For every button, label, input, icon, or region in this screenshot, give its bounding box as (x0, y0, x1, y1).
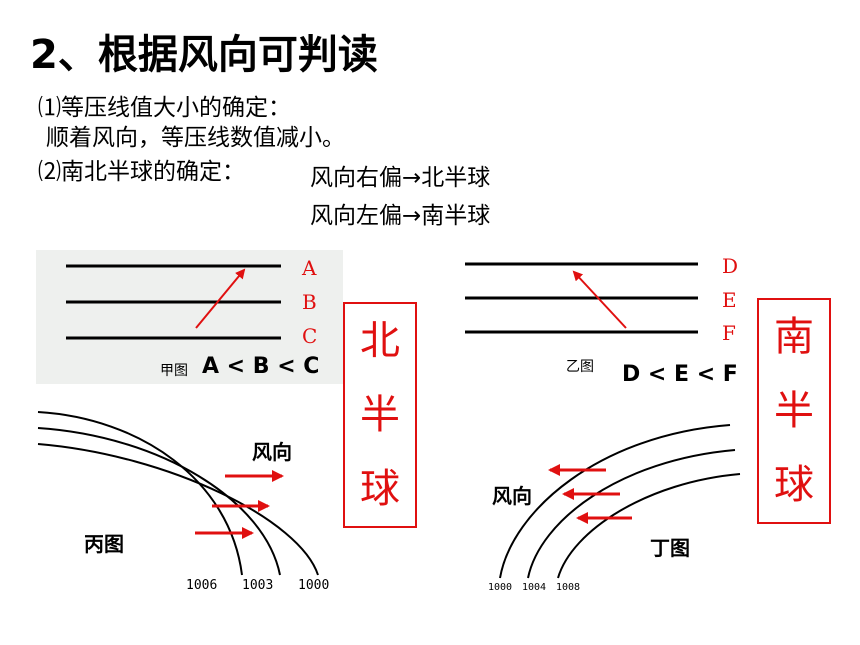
hemi-north-char2: 半 (360, 392, 400, 438)
diagram-ding-svg (499, 424, 741, 579)
north-hemisphere-box: 北 半 球 (343, 302, 417, 528)
isobar-1004 (527, 449, 736, 579)
isobar-1008 (557, 473, 741, 579)
page-title: 2、根据风向可判读 (30, 32, 378, 78)
wind-arrow (195, 268, 246, 329)
point1-text: 顺着风向，等压线数值减小。 (46, 125, 345, 151)
wind-label-ding: 风向 (492, 484, 532, 508)
caption-jia: 甲图 (160, 363, 188, 379)
point1-heading: ⑴等压线值大小的确定： (38, 95, 291, 121)
point2-heading: ⑵南北半球的确定： (38, 159, 245, 185)
hemi-south-char3: 球 (774, 462, 814, 508)
isobar-1000 (37, 443, 319, 576)
isobar-value-1004: 1004 (522, 582, 547, 593)
caption-ding: 丁图 (650, 536, 690, 560)
label-f: F (722, 321, 736, 345)
isobar-value-1008: 1008 (556, 582, 581, 593)
relation-jia: A < B < C (202, 354, 320, 379)
label-c: C (302, 324, 318, 348)
south-hemisphere-box: 南 半 球 (757, 298, 831, 524)
isobar-1003 (37, 427, 281, 576)
isobar-value-1003: 1003 (242, 578, 274, 593)
isobar-1006 (37, 411, 243, 576)
hemi-north-char1: 北 (360, 318, 400, 364)
hemi-south-char2: 半 (774, 388, 814, 434)
label-a: A (302, 256, 317, 280)
diagram-bing-svg (37, 411, 319, 576)
north-rule: 风向右偏→北半球 (310, 165, 491, 191)
diagram-jia-panel (36, 250, 343, 384)
isobar-value-1000: 1000 (488, 582, 513, 593)
isobar-value-1000: 1000 (298, 578, 330, 593)
wind-label-bing: 风向 (252, 440, 292, 464)
isobar-value-1006: 1006 (186, 578, 218, 593)
label-e: E (722, 288, 737, 312)
label-b: B (302, 290, 317, 314)
caption-yi: 乙图 (566, 359, 594, 375)
label-d: D (722, 254, 739, 278)
hemi-south-char1: 南 (774, 314, 814, 360)
relation-yi: D < E < F (622, 362, 738, 387)
isobar-1000 (499, 424, 731, 579)
caption-bing: 丙图 (84, 532, 124, 556)
diagram-jia-svg (66, 264, 281, 340)
hemi-north-char3: 球 (360, 466, 400, 512)
diagram-yi-svg (465, 262, 698, 334)
south-rule: 风向左偏→南半球 (310, 203, 491, 229)
wind-arrow (572, 270, 627, 329)
